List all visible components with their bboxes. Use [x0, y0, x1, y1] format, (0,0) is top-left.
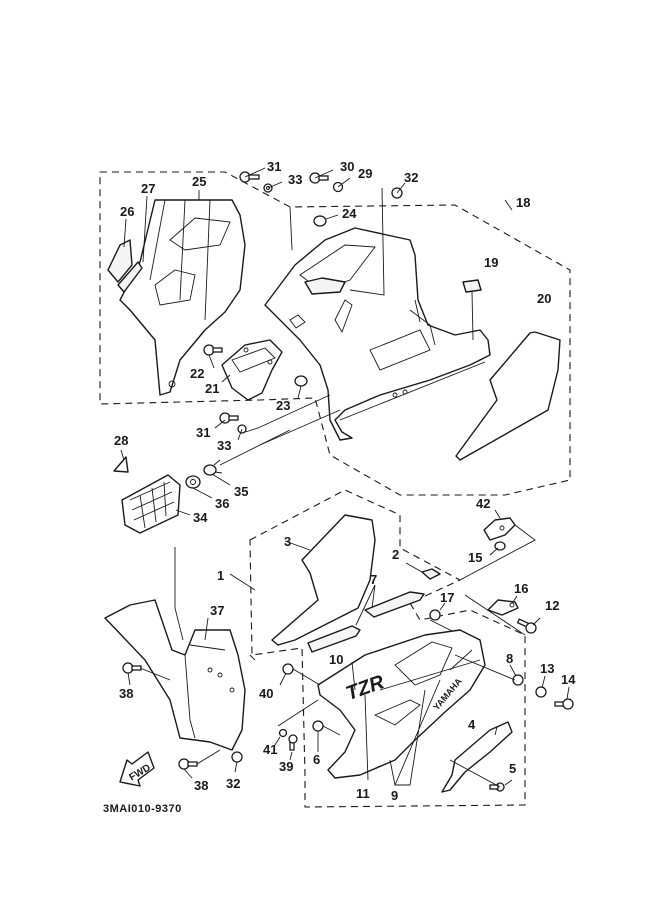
label-23: 23: [276, 398, 290, 413]
label-30: 30: [340, 159, 354, 174]
part-26-damper: [107, 239, 133, 283]
part-13-washer: [535, 686, 547, 698]
part-22-screw: [203, 344, 223, 356]
part-14-screw: [554, 698, 574, 710]
part-32-nut-lower: [231, 751, 243, 763]
part-31-screw-middle: [219, 412, 239, 424]
lower-assembly-boundary: [249, 489, 526, 808]
label-22: 22: [190, 366, 204, 381]
label-2: 2: [392, 547, 399, 562]
label-36: 36: [215, 496, 229, 511]
forward-direction-arrow: FWD: [119, 751, 155, 787]
part-18-upper-cowling: [264, 227, 491, 441]
part-30-bolt: [309, 172, 329, 184]
label-1: 1: [217, 568, 224, 583]
label-33: 33: [288, 172, 302, 187]
label-18: 18: [516, 195, 530, 210]
part-9-lower-cowling: TZR YAMAHA: [317, 629, 486, 779]
part-7-damper-strip-a: [364, 591, 425, 618]
label-32-lower: 32: [226, 776, 240, 791]
label-20: 20: [537, 291, 551, 306]
label-3: 3: [284, 534, 291, 549]
part-31-screw-upper: [239, 171, 260, 183]
label-42: 42: [476, 496, 490, 511]
label-15: 15: [468, 550, 482, 565]
label-34: 34: [193, 510, 208, 525]
label-41: 41: [263, 742, 277, 757]
part-38-screw-lower: [178, 758, 198, 770]
part-20-inner-panel: [455, 331, 561, 461]
part-27-damper: [117, 261, 143, 293]
part-4-lower-cover: [441, 721, 513, 793]
label-8: 8: [506, 651, 513, 666]
label-27: 27: [141, 181, 155, 196]
label-6: 6: [313, 752, 320, 767]
part-41-washer: [278, 728, 288, 738]
label-24: 24: [342, 206, 357, 221]
label-25: 25: [192, 174, 206, 189]
label-10: 10: [329, 652, 343, 667]
label-21: 21: [205, 381, 219, 396]
part-2-damper: [421, 568, 441, 580]
label-17: 17: [440, 590, 454, 605]
part-8-collar: [512, 674, 524, 686]
label-14: 14: [561, 672, 576, 687]
label-13: 13: [540, 661, 554, 676]
part-6-nut: [312, 720, 324, 732]
callout-labels: 31 33 30 29 32 27 25 26 24 18 19 20 22 2…: [114, 159, 576, 803]
label-9: 9: [391, 788, 398, 803]
part-39-screw: [288, 734, 298, 751]
label-16: 16: [514, 581, 528, 596]
label-38-lower: 38: [194, 778, 208, 793]
label-12: 12: [545, 598, 559, 613]
part-34-duct-grille: [121, 474, 181, 534]
diagram-code: 3MAI010-9370: [103, 803, 182, 815]
label-7: 7: [370, 572, 377, 587]
part-3-inner-panel: [271, 514, 376, 646]
label-11: 11: [356, 786, 370, 801]
label-39: 39: [279, 759, 293, 774]
label-40: 40: [259, 686, 273, 701]
label-19: 19: [484, 255, 498, 270]
part-19-damper: [462, 279, 482, 293]
label-31-middle: 31: [196, 425, 210, 440]
part-28-emblem: [113, 456, 129, 473]
part-38-screw-upper: [122, 662, 142, 674]
part-16-bracket: [487, 599, 519, 616]
part-42-bracket: [483, 517, 516, 541]
part-24-grommet: [313, 215, 327, 227]
label-4: 4: [468, 717, 476, 732]
label-32: 32: [404, 170, 418, 185]
part-40-collar: [282, 663, 294, 675]
label-35: 35: [234, 484, 248, 499]
label-37: 37: [210, 603, 224, 618]
part-17-nut: [429, 609, 441, 621]
part-35-fastener: [203, 459, 223, 476]
label-26: 26: [120, 204, 134, 219]
label-28: 28: [114, 433, 128, 448]
part-12-bolt: [516, 618, 537, 634]
part-7-damper-strip-b: [307, 625, 361, 653]
label-31: 31: [267, 159, 281, 174]
label-29: 29: [358, 166, 372, 181]
label-33-middle: 33: [217, 438, 231, 453]
part-36-grommet: [185, 475, 201, 489]
label-5: 5: [509, 761, 516, 776]
part-21-cover: [221, 339, 283, 401]
part-37-side-cover: [104, 599, 246, 751]
label-38-upper: 38: [119, 686, 133, 701]
part-5-screw: [489, 782, 505, 792]
part-23-grommet: [294, 375, 308, 387]
